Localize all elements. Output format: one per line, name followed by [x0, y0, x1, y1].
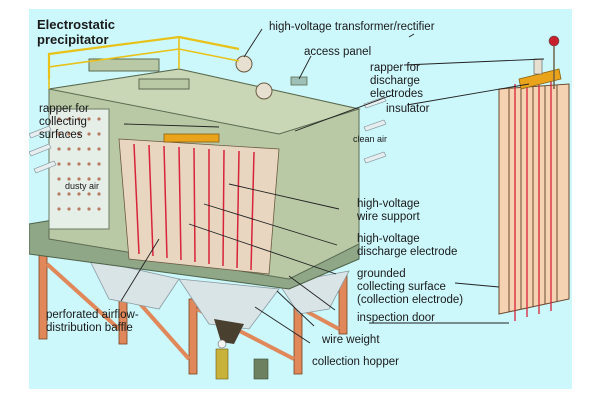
- label-line: rapper for: [370, 62, 420, 74]
- label-line: grounded: [357, 268, 406, 280]
- label-line: surfaces: [39, 129, 83, 141]
- label-line: wire support: [357, 211, 420, 223]
- housing: [47, 35, 361, 280]
- precipitator-illustration: [29, 28, 570, 380]
- transformer: [235, 55, 253, 73]
- hoppers: [88, 258, 350, 344]
- label-access-panel: access panel: [304, 46, 372, 58]
- label-collection-hopper: collection hopper: [312, 356, 399, 368]
- label-insulator: insulator: [386, 103, 430, 115]
- label-discharge-electrode: high-voltage discharge electrode: [357, 233, 457, 259]
- label-grounded-collecting-surface: grounded collecting surface (collection …: [357, 268, 463, 307]
- label-dusty-air: dusty air: [65, 181, 100, 191]
- drum: [253, 358, 269, 380]
- label-line: distribution baffle: [46, 322, 133, 334]
- label-line: discharge: [370, 75, 420, 87]
- title-line-1: Electrostatic: [37, 17, 116, 32]
- label-line: high-voltage: [357, 233, 420, 245]
- label-wire-weight: wire weight: [322, 334, 380, 346]
- title-line-2: precipitator: [37, 32, 109, 47]
- wire-support-frame: [163, 133, 220, 143]
- label-line: rapper for: [39, 103, 89, 115]
- electrode-assembly-detail: [498, 35, 570, 321]
- label-line: collecting: [39, 116, 87, 128]
- label-line: electrodes: [370, 88, 424, 100]
- label-rapper-collecting: rapper for collecting surfaces: [39, 103, 89, 142]
- label-rapper-discharge: rapper for discharge electrodes: [370, 62, 423, 101]
- discharge-wires: [133, 143, 255, 271]
- worker-figure: [215, 339, 229, 380]
- label-wire-support: high-voltage wire support: [357, 198, 420, 224]
- label-baffle: perforated airflow- distribution baffle: [46, 309, 139, 335]
- diagram-title: Electrostatic precipitator: [37, 17, 115, 47]
- support-structure: [38, 253, 348, 375]
- label-line: collecting surface: [357, 281, 446, 293]
- access-panel: [290, 76, 308, 86]
- airflow-arrows: [29, 96, 387, 174]
- label-transformer-rectifier: high-voltage transformer/rectifier: [269, 21, 435, 33]
- label-line: perforated airflow-: [46, 309, 139, 321]
- diagram-canvas: Electrostatic precipitator high-voltage …: [29, 9, 572, 389]
- label-line: high-voltage: [357, 198, 420, 210]
- label-line: discharge electrode: [357, 246, 458, 258]
- leader-lines: [120, 28, 545, 344]
- label-inspection-door: inspection door: [357, 312, 435, 324]
- label-line: (collection electrode): [357, 294, 464, 306]
- label-clean-air: clean air: [353, 134, 388, 144]
